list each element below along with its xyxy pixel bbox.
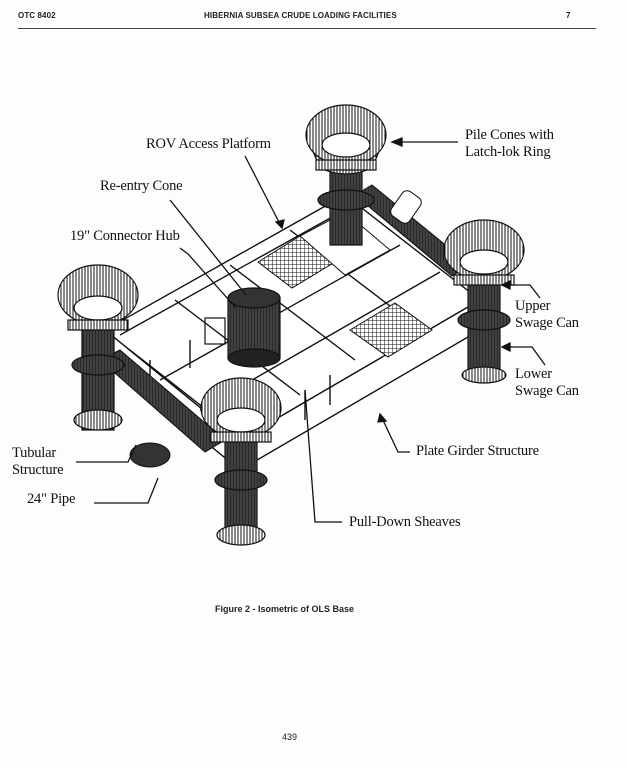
label-reentry-cone: Re-entry Cone: [100, 178, 183, 194]
pile-cone-right: [443, 219, 525, 384]
label-pile-cones-line2: Latch-lok Ring: [465, 144, 551, 160]
leader-connector-hub: [179, 247, 237, 309]
arrowhead-icon: [500, 279, 511, 291]
tubular-structure: [99, 184, 471, 468]
reentry-cone: [204, 287, 281, 368]
label-24-pipe: 24" Pipe: [27, 491, 76, 507]
arrowhead-icon: [377, 412, 388, 423]
label-tubular-line2: Structure: [12, 462, 64, 478]
pile-cone-top-center: [305, 104, 387, 246]
label-lower-swage-line2: Swage Can: [515, 383, 579, 399]
label-upper-swage-can: Upper Swage Can: [515, 298, 579, 332]
leader-lines: [76, 137, 546, 523]
label-connector-hub: 19" Connector Hub: [70, 228, 180, 244]
leader-rov-platform: [244, 155, 283, 229]
leader-tubular: [76, 444, 137, 463]
label-lower-swage-can: Lower Swage Can: [515, 366, 579, 400]
label-plate-girder-structure: Plate Girder Structure: [416, 443, 539, 459]
label-pulldown-sheaves: Pull-Down Sheaves: [349, 514, 461, 530]
label-pile-cones: Pile Cones with Latch-lok Ring: [465, 127, 554, 161]
leader-reentry-cone: [169, 199, 247, 296]
label-upper-swage-line1: Upper: [515, 298, 551, 314]
arrowhead-icon: [500, 341, 511, 353]
label-pile-cones-line1: Pile Cones with: [465, 127, 554, 143]
header-running-title: HIBERNIA SUBSEA CRUDE LOADING FACILITIES: [204, 11, 397, 20]
pile-cone-left: [57, 264, 139, 431]
leader-pulldown-sheaves: [304, 389, 342, 523]
leader-plate-girder: [381, 417, 410, 453]
arrowhead-icon: [274, 219, 285, 230]
leader-lower-swage: [506, 346, 546, 366]
pile-cone-front: [200, 377, 282, 546]
header-paper-id: OTC 8402: [18, 11, 56, 20]
figure-caption: Figure 2 - Isometric of OLS Base: [215, 604, 355, 614]
label-rov-access-platform: ROV Access Platform: [146, 136, 271, 152]
leader-upper-swage: [506, 284, 541, 299]
header-rule: [18, 28, 596, 29]
ols-base-isometric-drawing: [57, 104, 546, 546]
arrowhead-icon: [390, 137, 403, 147]
label-lower-swage-line1: Lower: [515, 366, 552, 382]
footer-page-number: 439: [282, 732, 298, 742]
label-tubular-line1: Tubular: [12, 445, 56, 461]
label-upper-swage-line2: Swage Can: [515, 315, 579, 331]
leader-24-pipe: [94, 477, 159, 504]
label-tubular-structure: Tubular Structure: [12, 445, 64, 479]
header-page-number: 7: [566, 11, 571, 20]
